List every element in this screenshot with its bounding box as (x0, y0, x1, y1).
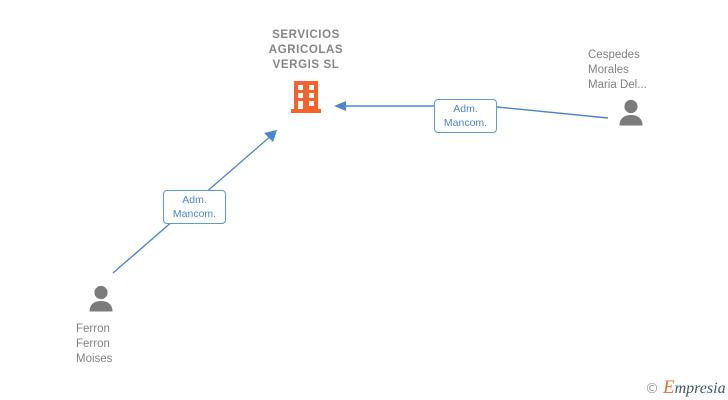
edge-right-person-to-label (496, 106, 609, 119)
person-icon-wrap-left (76, 284, 196, 316)
person-icon-wrap-right (588, 98, 718, 130)
relation-label-bottom[interactable]: Adm. Mancom. (163, 190, 226, 224)
building-icon[interactable] (291, 81, 321, 113)
person-icon[interactable] (616, 98, 646, 128)
person-name-label-right: Cespedes Morales Maria Del... (588, 49, 647, 91)
company-name-label: SERVICIOS AGRICOLAS VERGIS SL (268, 29, 344, 71)
building-icon-wrap (236, 79, 376, 113)
arrowhead-left (264, 130, 277, 142)
person-name-label-left: Ferron Ferron Moises (76, 323, 113, 365)
brand-initial: E (663, 377, 675, 398)
arrowhead-right (334, 101, 346, 111)
copyright-icon: © (645, 381, 659, 397)
company-node[interactable]: SERVICIOS AGRICOLAS VERGIS SL (236, 28, 376, 113)
watermark: © Empresia (645, 377, 726, 399)
relation-label-top[interactable]: Adm. Mancom. (434, 99, 497, 133)
person-node-left[interactable]: Ferron Ferron Moises (76, 284, 196, 366)
brand-logo: Empresia (663, 377, 726, 399)
person-node-right[interactable]: Cespedes Morales Maria Del... (588, 48, 718, 130)
brand-rest: mpresia (674, 380, 726, 397)
person-icon[interactable] (86, 284, 116, 314)
